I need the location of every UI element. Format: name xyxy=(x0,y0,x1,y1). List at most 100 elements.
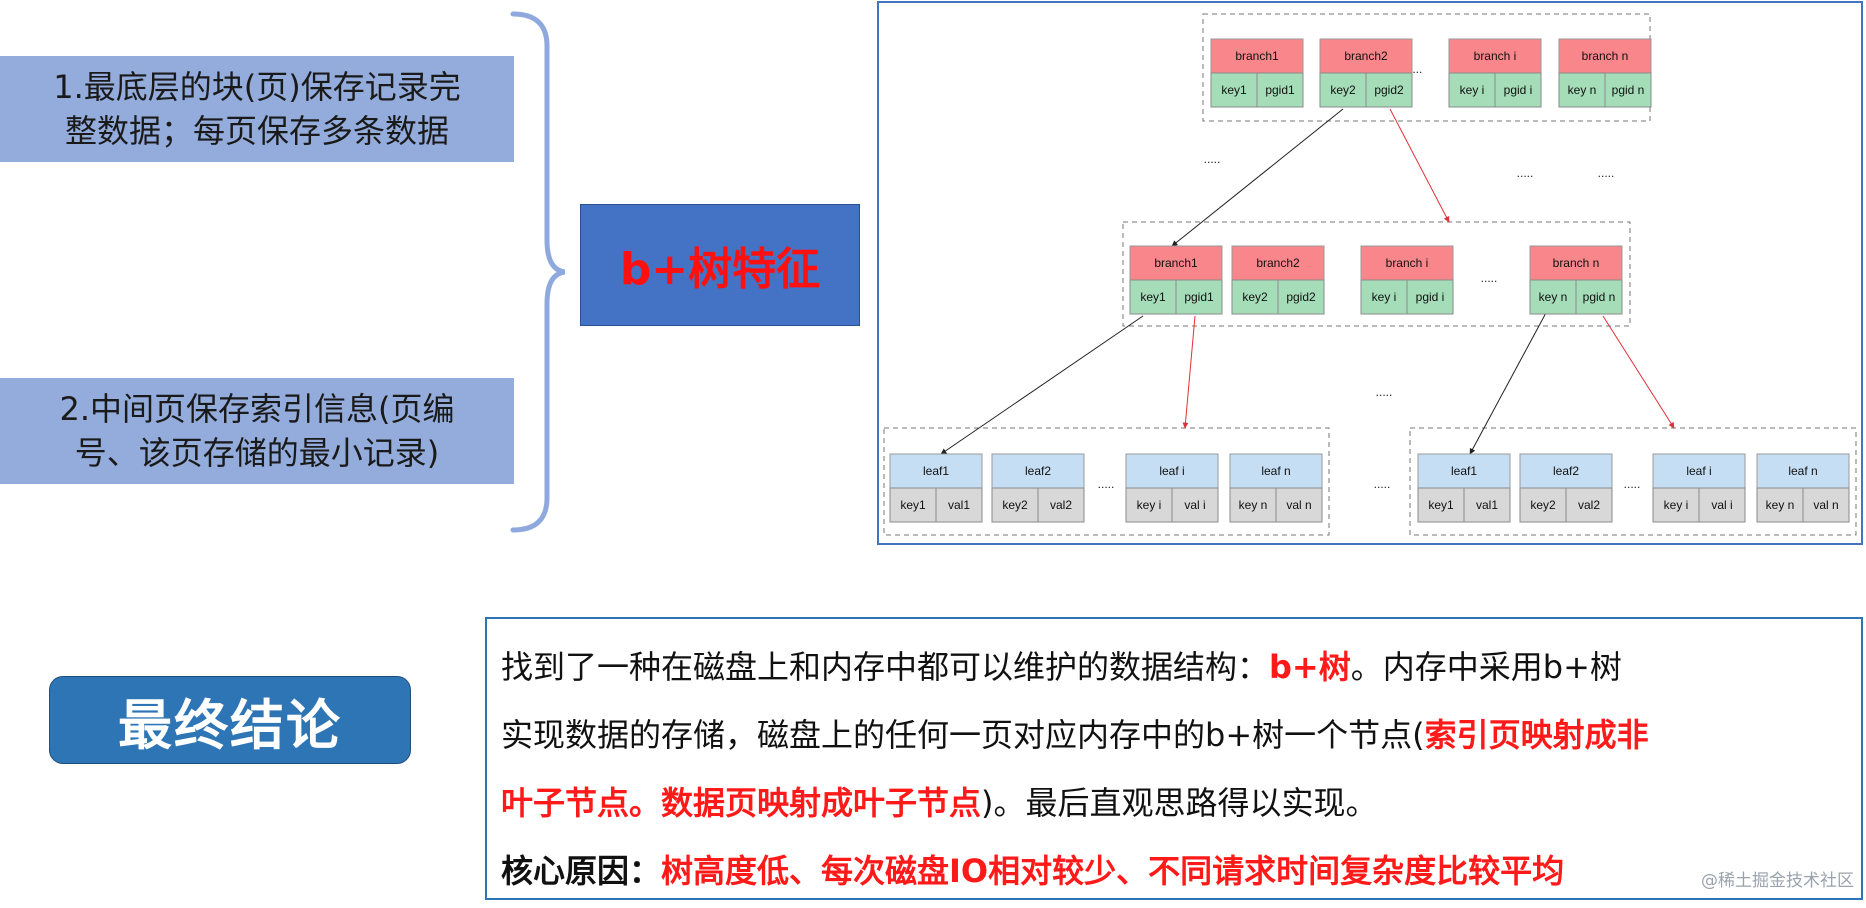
leaf-left-3-key-cell xyxy=(1125,487,1173,523)
mid-branch-3-value-cell xyxy=(1406,279,1454,315)
leaf-right-2-header-label: leaf2 xyxy=(1553,464,1579,478)
edge-branchn-to-leaf1 xyxy=(1469,297,1555,455)
mid-branch-4-value-label: pgid n xyxy=(1583,290,1616,304)
mid-branch-4-key-cell xyxy=(1529,279,1577,315)
mid-branch-2-value-label: pgid2 xyxy=(1286,290,1316,304)
leaf-right-2-value-cell xyxy=(1565,487,1613,523)
final-conclusion-label: 最终结论 xyxy=(49,676,411,764)
mid-branch-4-value-cell xyxy=(1575,279,1623,315)
leaf-right-1-key-label: key1 xyxy=(1428,498,1454,512)
leaf-right-4-header xyxy=(1756,453,1850,489)
feature-box-leaf-pages: 1.最底层的块(页)保存记录完 整数据；每页保存多条数据 xyxy=(0,56,514,162)
root-branch-2-key-label: key2 xyxy=(1330,83,1356,97)
leaf-left-1-header xyxy=(889,453,983,489)
root-branch-3-header xyxy=(1448,38,1542,74)
leaf-right-2-key-cell xyxy=(1519,487,1567,523)
leaf-left-1-key-label: key1 xyxy=(900,498,926,512)
nodes-layer: branch1 key1 pgid1 branch2 key2 pgid2 branch i… xyxy=(889,38,1850,523)
root-branch-1-header-label: branch1 xyxy=(1235,49,1279,63)
leaf-left-2-value-cell xyxy=(1037,487,1085,523)
curly-brace xyxy=(510,11,565,533)
mid-branch-1-value-cell xyxy=(1175,279,1223,315)
conclusion-text-box: 找到了一种在磁盘上和内存中都可以维护的数据结构：b+树。内存中采用b+树 实现数… xyxy=(485,617,1863,900)
group-frame-leaves-right xyxy=(1409,427,1857,536)
conclusion-line-1: 找到了一种在磁盘上和内存中都可以维护的数据结构：b+树。内存中采用b+树 xyxy=(501,633,1847,701)
leaf-left-4-key-cell xyxy=(1229,487,1277,523)
root-branch-4-header-label: branch n xyxy=(1582,49,1629,63)
leaf-right-3-value-label: val i xyxy=(1711,498,1732,512)
core-reason-text: 树高度低、每次磁盘IO相对较少、不同请求时间复杂度比较平均 xyxy=(661,852,1565,890)
leaf-left-2-key-label: key2 xyxy=(1002,498,1028,512)
root-branch-3-value-cell xyxy=(1494,72,1542,108)
leaf-right-1-value-label: val1 xyxy=(1476,498,1498,512)
root-branch-4-header xyxy=(1558,38,1652,74)
watermark: @稀土掘金技术社区 xyxy=(1695,864,1860,893)
edge-root-to-branch-group xyxy=(1389,108,1450,223)
leaf-left-2-header xyxy=(991,453,1085,489)
conclusion-highlight: b+树 xyxy=(1269,648,1351,686)
conclusion-text: 。内存中采用b+树 xyxy=(1350,648,1622,686)
root-branch-2-header-label: branch2 xyxy=(1344,49,1388,63)
leaf-right-4-key-cell xyxy=(1756,487,1804,523)
leaf-left-2-key-cell xyxy=(991,487,1039,523)
leaf-right-2-key-label: key2 xyxy=(1530,498,1556,512)
mid-branch-3-header xyxy=(1360,245,1454,281)
mid-branch-2-header-label: branch2 xyxy=(1256,256,1300,270)
leaf-left-1-value-label: val1 xyxy=(948,498,970,512)
leaf-right-3-header-label: leaf i xyxy=(1686,464,1711,478)
root-branch-2-header xyxy=(1319,38,1413,74)
root-branch-4: branch n key n pgid n xyxy=(1558,38,1652,108)
ellipsis-between-levels: ..... xyxy=(1376,385,1393,399)
ellipsis-mid-left: ..... xyxy=(1204,152,1221,166)
mid-branch-1-value-label: pgid1 xyxy=(1184,290,1214,304)
root-branch-4-value-label: pgid n xyxy=(1612,83,1645,97)
ellipsis-mid-right1: ..... xyxy=(1517,166,1534,180)
leaf-right-3-key-label: key i xyxy=(1664,498,1689,512)
root-branch-3-value-label: pgid i xyxy=(1504,83,1533,97)
mid-branch-2-header xyxy=(1231,245,1325,281)
leaf-right-1-header-label: leaf1 xyxy=(1451,464,1477,478)
root-branch-2-key-cell xyxy=(1319,72,1367,108)
leaf-right-2-header xyxy=(1519,453,1613,489)
conclusion-text: 实现数据的存储，磁盘上的任何一页对应内存中的b+树一个节点( xyxy=(501,716,1425,754)
mid-branch-1-key-label: key1 xyxy=(1140,290,1166,304)
root-branch-1-value-label: pgid1 xyxy=(1265,83,1295,97)
leaf-left-1-value-cell xyxy=(935,487,983,523)
leaf-right-3-key-cell xyxy=(1652,487,1700,523)
group-frame-root xyxy=(1202,13,1651,122)
leaf-left-2-header-label: leaf2 xyxy=(1025,464,1051,478)
root-branch-4-value-cell xyxy=(1604,72,1652,108)
root-branch-4-key-cell xyxy=(1558,72,1606,108)
conclusion-highlight: 叶子节点。数据页映射成叶子节点 xyxy=(501,784,982,822)
leaf-left-4-value-cell xyxy=(1275,487,1323,523)
root-branch-4-key-label: key n xyxy=(1568,83,1597,97)
leaf-left-3-value-cell xyxy=(1171,487,1219,523)
leaf-left-3-header-label: leaf i xyxy=(1159,464,1184,478)
root-branch-1-header xyxy=(1210,38,1304,74)
root-branch-1: branch1 key1 pgid1 xyxy=(1210,38,1304,108)
mid-branch-4-header-label: branch n xyxy=(1553,256,1600,270)
root-branch-1-key-label: key1 xyxy=(1221,83,1247,97)
conclusion-text: 找到了一种在磁盘上和内存中都可以维护的数据结构： xyxy=(501,648,1270,686)
leaf-left-1: leaf1 key1 val1 xyxy=(889,453,983,523)
leaf-right-1: leaf1 key1 val1 xyxy=(1417,453,1511,523)
root-branch-1-value-cell xyxy=(1256,72,1304,108)
leaf-left-1-header-label: leaf1 xyxy=(923,464,949,478)
leaf-right-1-value-cell xyxy=(1463,487,1511,523)
leaf-right-4-value-label: val n xyxy=(1813,498,1838,512)
leaf-left-3-value-label: val i xyxy=(1184,498,1205,512)
conclusion-text: )。最后直观思路得以实现。 xyxy=(981,784,1378,822)
leaf-right-4-key-label: key n xyxy=(1766,498,1795,512)
root-branch-2: branch2 key2 pgid2 xyxy=(1319,38,1413,108)
conclusion-line-3: 叶子节点。数据页映射成叶子节点)。最后直观思路得以实现。 xyxy=(501,769,1847,837)
ellipsis-leaf-right: ..... xyxy=(1624,477,1641,491)
ellipsis-branch-row: ..... xyxy=(1481,271,1498,285)
edge-branchn-to-leaf-group xyxy=(1602,315,1675,429)
conclusion-highlight: 索引页映射成非 xyxy=(1424,716,1649,754)
root-branch-2-value-label: pgid2 xyxy=(1374,83,1404,97)
